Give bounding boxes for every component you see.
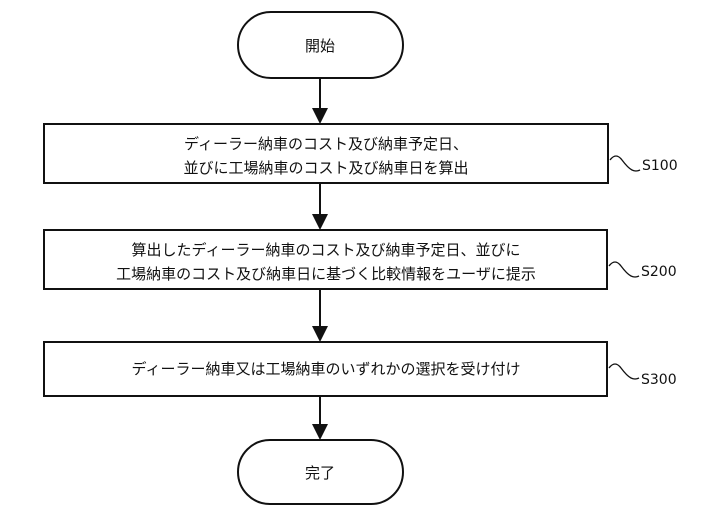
start-terminal: 開始 xyxy=(238,12,403,78)
step-s100-id: S100 xyxy=(642,158,678,174)
start-label: 開始 xyxy=(305,37,335,55)
step-s100: ディーラー納車のコスト及び納車予定日、 並びに工場納車のコスト及び納車日を算出 … xyxy=(44,124,678,183)
step-s200-line1: 算出したディーラー納車のコスト及び納車予定日、並びに xyxy=(132,241,521,259)
step-s200: 算出したディーラー納車のコスト及び納車予定日、並びに 工場納車のコスト及び納車日… xyxy=(44,230,677,289)
step-s200-line2: 工場納車のコスト及び納車日に基づく比較情報をユーザに提示 xyxy=(116,265,536,283)
step-s100-line1: ディーラー納車のコスト及び納車予定日、 xyxy=(184,135,468,153)
step-s300-line1: ディーラー納車又は工場納車のいずれかの選択を受け付け xyxy=(132,360,521,378)
step-s300: ディーラー納車又は工場納車のいずれかの選択を受け付け S300 xyxy=(44,342,677,396)
end-label: 完了 xyxy=(305,464,335,482)
leader-s100 xyxy=(610,156,640,171)
leader-s300 xyxy=(609,364,639,379)
end-terminal: 完了 xyxy=(238,440,403,504)
step-s100-line2: 並びに工場納車のコスト及び納車日を算出 xyxy=(183,159,468,177)
leader-s200 xyxy=(609,262,639,277)
step-s300-id: S300 xyxy=(641,372,677,388)
step-s200-id: S200 xyxy=(641,264,677,280)
